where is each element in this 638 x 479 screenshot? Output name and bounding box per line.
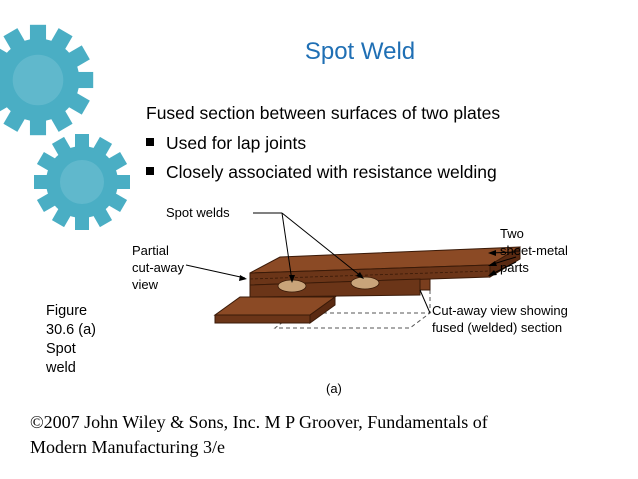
weld-nugget-right xyxy=(350,276,380,290)
gear-icon-bottom xyxy=(34,134,130,230)
figure-caption: Figure 30.6 (a) Spot weld xyxy=(46,303,96,376)
label-cutaway-2: fused (welded) section xyxy=(432,320,562,335)
label-cutaway-1: Cut-away view showing xyxy=(432,303,568,318)
bullet-item: Used for lap joints xyxy=(146,133,497,154)
bullet-square-icon xyxy=(146,138,154,147)
label-partial-3: view xyxy=(132,277,159,292)
footer-citation: ©2007 John Wiley & Sons, Inc. M P Groove… xyxy=(30,412,488,457)
bullet-square-icon xyxy=(146,167,154,176)
label-sub-a: (a) xyxy=(326,381,342,396)
label-two-3: parts xyxy=(500,260,529,275)
bullet-item: Closely associated with resistance weldi… xyxy=(146,162,497,183)
bullet-list: Used for lap joints Closely associated w… xyxy=(146,133,497,191)
spot-weld-figure: Spot welds Partial cut-away view Two she… xyxy=(132,205,568,396)
label-spot-welds: Spot welds xyxy=(166,205,230,220)
label-two-2: sheet-metal xyxy=(500,243,568,258)
lead-text: Fused section between surfaces of two pl… xyxy=(146,103,501,123)
label-partial-2: cut-away xyxy=(132,260,185,275)
upper-plate xyxy=(249,246,521,286)
label-two-1: Two xyxy=(500,226,524,241)
gear-decoration-icon xyxy=(0,24,130,230)
gear-icon-top xyxy=(0,24,94,136)
slide-title: Spot Weld xyxy=(304,38,416,65)
label-partial-1: Partial xyxy=(132,243,169,258)
